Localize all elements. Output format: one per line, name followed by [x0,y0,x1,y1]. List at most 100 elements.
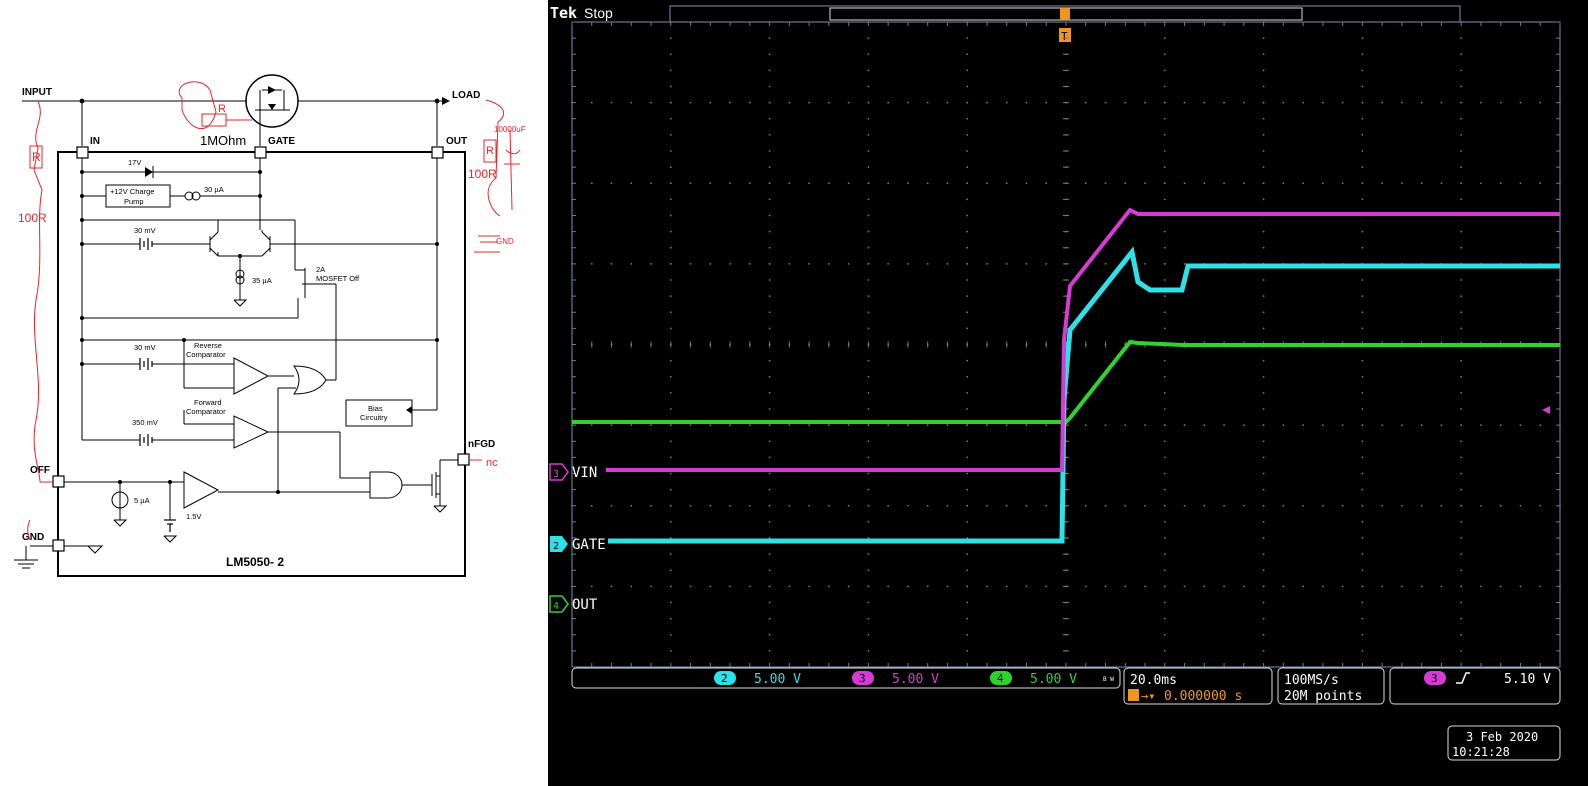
time-readout: 10:21:28 [1452,745,1510,759]
trigger-delay-readout: →▾ 0.000000 s [1128,689,1242,704]
record-length-readout: 20M points [1284,689,1362,704]
trigger-panel[interactable] [1389,667,1561,705]
reverse-label-1: Reverse [194,341,222,350]
trigger-marker-label: T [1061,30,1068,43]
current-35ua-label: 35 µA [252,276,272,285]
svg-text:4: 4 [553,601,559,612]
battery-symbols [139,238,176,532]
mosfet-symbol [245,74,299,128]
channel-label-gate: 2 GATE [550,536,606,553]
date-readout: 3 Feb 2020 [1466,730,1538,744]
pin-gnd [52,539,65,552]
svg-text:5.00 V: 5.00 V [892,672,939,687]
r-gate-label: R [218,103,226,115]
trace-vin [606,207,1560,472]
forward-label-1: Forward [194,398,222,407]
r-load-value: 100R [468,167,497,181]
graticule-grid [571,21,1561,668]
ch4-scale-readout[interactable]: 4 5.00 V [990,671,1077,687]
zener-17v-label: 17V [128,158,141,167]
pin-off [52,475,65,488]
ground-symbols [87,299,448,554]
charge-pump-label-2: Pump [124,197,144,206]
v350mv-label: 350 mV [132,418,158,427]
zener-diode-symbol [145,166,154,178]
svg-text:2: 2 [553,541,559,552]
pin-in [76,146,89,159]
pin-gate [254,146,267,159]
bias-label-1: Bias [368,404,383,413]
channel-label-out: 4 OUT [549,595,598,613]
ch3-scale-readout[interactable]: 3 5.00 V [852,671,939,687]
svg-text:3: 3 [859,672,866,685]
trace-gate [608,246,1560,544]
svg-text:3: 3 [1431,672,1438,685]
pin-label-input: INPUT [22,87,52,98]
pin-label-in: IN [90,136,100,147]
ch2-scale-readout[interactable]: 2 5.00 V [714,671,801,687]
lm5050-schematic: INPUT LOAD IN GATE OUT OFF GND nFGD LM50… [0,0,548,786]
r-gate-value: 1MOhm [200,133,246,148]
svg-text:5.00 V: 5.00 V [1030,672,1077,687]
pin-label-load: LOAD [452,90,480,101]
external-ground-symbol [14,545,53,569]
trigger-level-readout: 5.10 V [1504,672,1551,687]
svg-text:GATE: GATE [572,537,606,553]
mosfet-off-label-2: MOSFET Off [316,274,360,283]
bias-circuitry-box [345,399,413,427]
pin-out [431,146,444,159]
nc-label: nc [486,457,498,469]
svg-text:OUT: OUT [572,597,598,613]
charge-pump-label-1: +12V Charge [110,187,154,196]
svg-text:5.00 V: 5.00 V [754,672,801,687]
trigger-source-readout: 3 [1424,671,1446,685]
current-source-symbol [184,191,201,201]
tek-brand: Tek [550,4,577,22]
chip-name: LM5050- 2 [226,555,284,569]
sample-rate-readout: 100MS/s [1284,673,1339,688]
hand-annotations [27,81,521,541]
comparator-symbols [183,357,270,509]
pin-label-gate: GATE [268,136,295,147]
charge-pump-box [105,184,171,208]
pin-label-nfgd: nFGD [468,439,495,450]
trigger-level-marker [1542,406,1550,414]
gnd-load-label: GND [496,237,514,246]
acquisition-status: Stop [584,5,613,21]
r-input-label: R [32,150,41,164]
and-gate-symbol [369,471,403,499]
pin-label-off: OFF [30,465,50,476]
reverse-label-2: Comparator [186,350,226,359]
diff-pair-symbol [209,220,271,285]
svg-text:2: 2 [721,672,728,685]
svg-text:VIN: VIN [572,465,597,481]
date-time-panel [1447,725,1561,761]
timebase-readout: 20.0ms [1130,673,1177,688]
svg-text:0.000000 s: 0.000000 s [1164,689,1242,704]
v30mv-rev-label: 30 mV [134,343,156,352]
vertical-scale-panel[interactable] [571,667,1121,689]
cap-load-label: 10000uF [494,125,526,134]
svg-text:3: 3 [553,469,559,480]
channel-label-vin: 3 VIN [549,463,597,481]
oscilloscope-screen: Tek Stop T 3 VIN 2 GATE 4 OUT 2 5.00 V 3… [548,0,1588,786]
r-input-value: 100R [18,211,47,225]
pin-label-out: OUT [446,136,467,147]
bias-label-2: Circuitry [360,413,388,422]
or-gate-symbol [293,365,327,395]
v1-5v-label: 1.5V [186,512,201,521]
forward-label-2: Comparator [186,407,226,416]
svg-text:→▾: →▾ [1141,689,1155,703]
bandwidth-limit-indicator: B W [1103,676,1114,683]
rising-edge-icon [1456,672,1470,684]
pin-nfgd [457,453,470,466]
trigger-position-marker-top [1060,8,1070,20]
nfgd-mosfet-symbol [431,460,441,498]
v30mv-top-label: 30 mV [134,226,156,235]
horizontal-panel[interactable] [1123,667,1273,705]
current-source-5ua-symbol [111,491,129,509]
mosfet-off-label-1: 2A [316,265,325,274]
pin-label-gnd: GND [22,532,44,543]
acquisition-panel[interactable] [1277,667,1385,705]
current-5ua-label: 5 µA [134,496,150,505]
